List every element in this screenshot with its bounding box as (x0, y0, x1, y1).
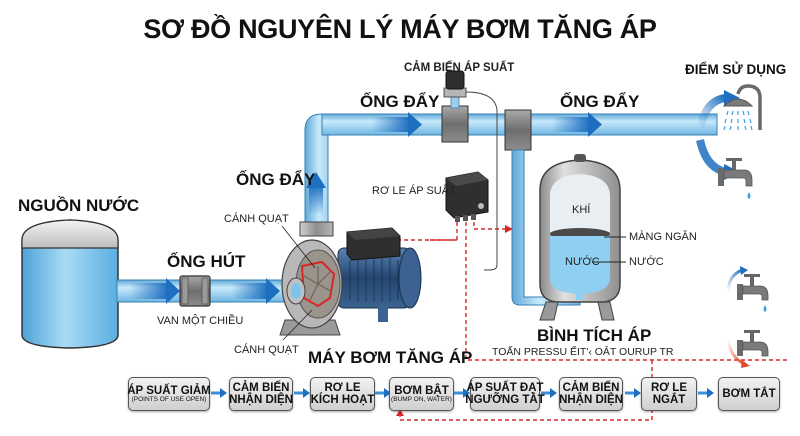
shower-icon (722, 84, 762, 131)
label-impeller-bottom: CÁNH QUẠT (234, 344, 299, 356)
label-discharge-pipe-right: ỐNG ĐẨY (560, 92, 640, 111)
discharge-pipe-vertical (299, 113, 341, 237)
label-suction-pipe: ỐNG HÚT (167, 252, 246, 271)
label-water-source: NGUỒN NƯỚC (18, 196, 140, 215)
flow-step-pressure-drop: ÁP SUẤT GIẢM (POINTS OF USE OPEN) (127, 377, 211, 411)
label-pressure-sensor: CẢM BIẾN ÁP SUẤT (404, 62, 515, 74)
flow-step-title: BƠM TẮT (722, 387, 776, 400)
faucet-open-icon (726, 266, 769, 312)
label-pressure-relay: RƠ LE ÁP SUẤT (372, 185, 456, 197)
label-discharge-pipe-left: ỐNG ĐẨY (360, 92, 440, 111)
check-valve (179, 275, 211, 307)
label-point-of-use: ĐIỂM SỬ DỤNG (685, 62, 787, 77)
pressure-sensor (441, 70, 498, 271)
flow-step-title-line2: KÍCH HOẠT (310, 394, 375, 406)
label-tank-membrane: MÀNG NGĂN (629, 231, 697, 243)
flow-arrow-icon (211, 388, 227, 398)
flow-step-relay-cut: RƠ LE NGẮT (641, 377, 697, 411)
flow-step-pump-on: BƠM BẬT (BUMP ON, WATER) (389, 377, 454, 411)
flow-step-subtitle: (POINTS OF USE OPEN) (131, 395, 207, 403)
flow-step-title: RƠ LE (650, 381, 687, 394)
flow-step-sensor-detect: CẢM BIẾN NHẬN DIỆN (229, 377, 293, 411)
flow-step-title: CẢM BIẾN (562, 381, 620, 394)
control-lines (390, 222, 790, 421)
flow-step-title-line2: NGẮT (652, 394, 686, 406)
flow-step-pressure-threshold: ÁP SUẤT ĐẠT NGƯỠNG TẮT (465, 377, 545, 411)
control-arrowhead-tank (505, 225, 513, 233)
label-impeller-top: CÁNH QUẠT (224, 213, 289, 225)
label-pressure-tank: BÌNH TÍCH ÁP (537, 326, 652, 345)
flow-arrow-icon (541, 388, 557, 398)
flow-step-title: BƠM BẬT (394, 384, 449, 397)
flow-step-title-line2: NGƯỠNG TẮT (465, 394, 545, 406)
flow-step-subtitle: (BUMP ON, WATER) (391, 395, 452, 403)
flow-arrow-icon (375, 388, 391, 398)
flow-arrow-icon (698, 388, 714, 398)
flow-step-title-line2: NHẬN DIỆN (559, 394, 623, 406)
label-check-valve: VAN MỘT CHIỀU (157, 315, 244, 327)
flow-step-title: ÁP SUẤT ĐẠT (466, 381, 544, 394)
faucet-icon (718, 158, 753, 199)
label-tank-water-callout: NƯỚC (629, 256, 664, 268)
flow-step-sensor-detect-2: CẢM BIẾN NHẬN DIỆN (559, 377, 623, 411)
flow-arrow-icon (294, 388, 310, 398)
flow-arrow-icon (454, 388, 470, 398)
diagram-title: SƠ ĐỒ NGUYÊN LÝ MÁY BƠM TĂNG ÁP (143, 14, 657, 44)
flow-arrow-icon (625, 388, 641, 398)
pressure-tank (539, 154, 626, 321)
flow-step-title: ÁP SUẤT GIẢM (127, 384, 211, 397)
control-arrowhead-flow (396, 409, 404, 416)
flow-step-title-line2: NHẬN DIỆN (229, 394, 293, 406)
booster-pump (279, 225, 422, 341)
flow-step-title: RƠ LE (324, 381, 361, 394)
flow-step-relay-activate: RƠ LE KÍCH HOẠT (310, 377, 375, 411)
label-tank-air: KHÍ (572, 204, 591, 216)
flow-step-title: CẢM BIẾN (232, 381, 290, 394)
flow-step-pump-off: BƠM TẮT (718, 377, 780, 411)
label-tank-water-inside: NƯỚC (565, 256, 600, 268)
water-source-tank (21, 219, 119, 349)
faucet-closed-icon (726, 330, 769, 368)
label-discharge-pipe-vertical: ỐNG ĐẨY (236, 170, 316, 189)
label-booster-pump: MÁY BƠM TĂNG ÁP (308, 348, 473, 367)
label-pressure-tank-sub: TOẤN PRESSU ẾIT'‹ OẢT OURUP TR (492, 346, 674, 358)
pressure-relay (445, 171, 489, 222)
